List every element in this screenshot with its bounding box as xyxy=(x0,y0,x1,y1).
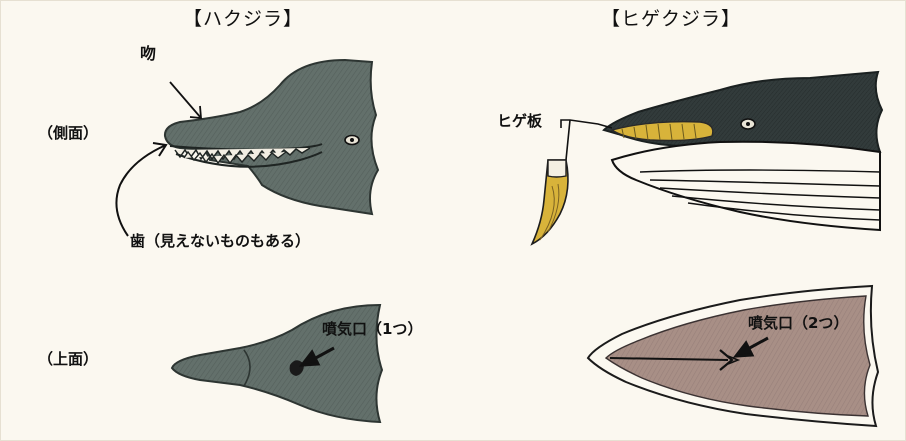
toothed-whale-top-head xyxy=(170,303,384,424)
teeth-pointer-arrow xyxy=(115,142,168,237)
blowhole-two-arrow xyxy=(732,336,769,358)
lower-teeth xyxy=(183,150,287,165)
baleen-plate-label: ヒゲ板 xyxy=(497,112,543,130)
toothed-whale-side-illustration xyxy=(163,58,380,216)
baleen-plate-in-mouth xyxy=(610,120,714,142)
blowhole-two-label: 噴気口（2つ） xyxy=(748,314,849,332)
single-blowhole xyxy=(289,360,304,376)
toothed-whale-title: 【ハクジラ】 xyxy=(183,8,304,30)
double-blowhole xyxy=(719,349,734,371)
teeth-label: 歯（見えないものもある） xyxy=(130,232,311,250)
baleen-whale-top-illustration xyxy=(586,284,880,428)
blowhole-one-arrow xyxy=(298,346,335,367)
snout-pointer-arrow xyxy=(169,81,202,119)
upper-teeth xyxy=(174,147,311,161)
blowhole-one-label: 噴気口（1つ） xyxy=(322,320,423,338)
toothed-whale-top-illustration xyxy=(170,303,384,424)
throat-grooves xyxy=(639,169,881,221)
baleen-whale-lower-jaw xyxy=(610,140,881,232)
baleen-whale-title: 【ヒゲクジラ】 xyxy=(601,8,742,30)
baleen-whale-side-illustration xyxy=(602,70,884,232)
baleen-plate-leader-line xyxy=(560,119,613,161)
snout-label: 吻 xyxy=(140,44,157,63)
side-view-label: （側面） xyxy=(38,124,99,142)
top-view-label: （上面） xyxy=(38,350,99,368)
baleen-plate-detached xyxy=(530,159,569,246)
